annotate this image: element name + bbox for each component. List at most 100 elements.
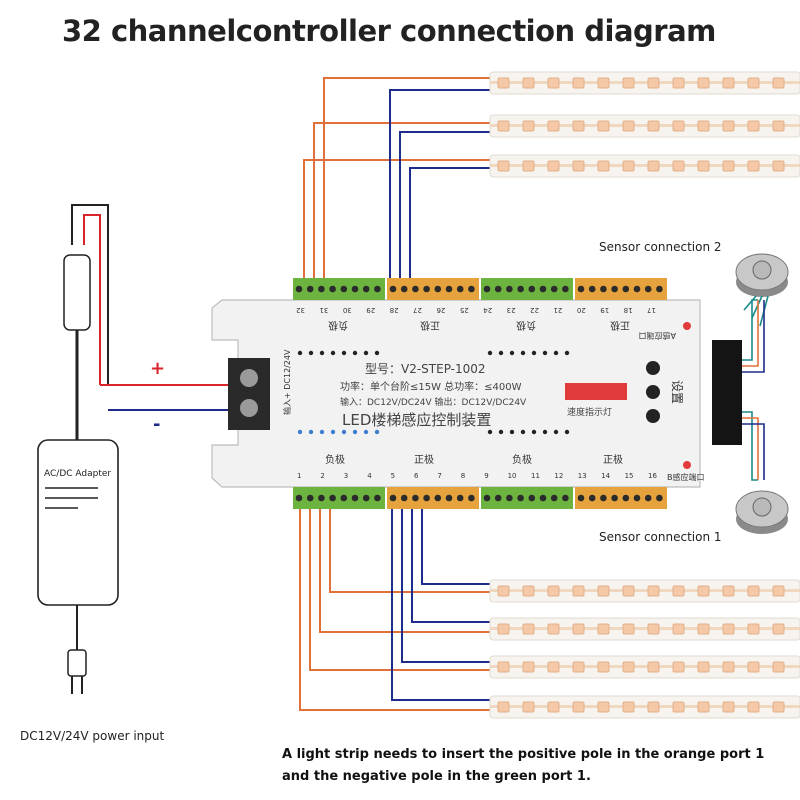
sensor-2 xyxy=(735,253,789,327)
led-chip xyxy=(597,661,610,673)
led-chip xyxy=(647,701,660,713)
pin-label: 30 xyxy=(343,306,352,314)
led-chip xyxy=(522,120,535,132)
pin-label: 4 xyxy=(367,472,372,480)
led-chip xyxy=(497,623,510,635)
io-text: 输入：DC12V/DC24V 输出：DC12V/DC24V xyxy=(340,396,527,408)
dc-plug-icon xyxy=(63,254,91,331)
terminal-screw xyxy=(374,285,381,293)
led-chip xyxy=(547,623,560,635)
indicator-dot xyxy=(363,429,369,435)
led-chip xyxy=(647,120,660,132)
pin-label: 16 xyxy=(648,472,657,480)
pin-label: 31 xyxy=(319,306,328,314)
indicator-dots xyxy=(297,350,570,435)
sensor-socket xyxy=(712,340,742,445)
indicator-dot xyxy=(297,429,303,435)
terminal-screw xyxy=(400,494,408,502)
pin-label: 27 xyxy=(413,306,422,314)
led-chip xyxy=(772,623,785,635)
plus-label: + xyxy=(150,358,165,379)
led-chip xyxy=(722,623,735,635)
indicator-dot xyxy=(542,350,548,356)
terminal-screw xyxy=(528,494,536,502)
caption-line: A light strip needs to insert the positi… xyxy=(282,747,765,762)
terminal-screw xyxy=(622,494,630,502)
led-chip xyxy=(597,160,610,172)
led-chip xyxy=(597,585,610,597)
terminal-screw xyxy=(329,285,336,293)
led-chip xyxy=(522,77,535,89)
terminal-screw xyxy=(622,285,630,293)
terminal-screw xyxy=(600,494,607,502)
indicator-dot xyxy=(352,429,358,435)
led-chip xyxy=(722,160,735,172)
terminal-screw xyxy=(528,285,536,293)
ac-plug-icon xyxy=(67,649,87,677)
diagram-title: 32 channelcontroller connection diagram xyxy=(62,14,716,48)
terminal-screw xyxy=(329,494,336,502)
terminal-screw xyxy=(611,494,618,502)
settings-label: 设置 xyxy=(670,380,684,404)
terminal-screw xyxy=(468,285,475,293)
led-chip xyxy=(597,120,610,132)
led-chip xyxy=(647,623,660,635)
indicator-dot xyxy=(509,350,515,356)
led-chip xyxy=(697,160,710,172)
terminal-screw xyxy=(562,494,569,502)
led-chip xyxy=(547,661,560,673)
terminal-screw xyxy=(362,285,370,293)
terminal-screw xyxy=(445,494,453,502)
terminal-screw xyxy=(456,494,464,502)
led-chip xyxy=(772,585,785,597)
pin-label: 9 xyxy=(484,472,488,480)
indicator-dot xyxy=(374,429,380,435)
terminal-screw xyxy=(633,285,641,293)
caption-line: and the negative pole in the green port … xyxy=(282,769,591,784)
input-terminal xyxy=(228,358,270,430)
terminal-screw xyxy=(562,285,569,293)
indicator-dot xyxy=(498,350,504,356)
caption: A light strip needs to insert the positi… xyxy=(282,744,792,788)
indicator-dot xyxy=(498,429,504,435)
led-strip xyxy=(489,154,800,178)
terminal-screw xyxy=(340,285,348,293)
led-chip xyxy=(697,77,710,89)
indicator-dot xyxy=(564,350,570,356)
pin-label: 14 xyxy=(601,472,610,480)
indicator-dot xyxy=(553,350,559,356)
indicator-dot xyxy=(531,429,537,435)
terminal-screw xyxy=(539,285,547,293)
indicator-dot xyxy=(487,429,493,435)
terminal-screw xyxy=(340,494,348,502)
power-input-label: DC12V/24V power input xyxy=(20,729,165,743)
led-chip xyxy=(747,160,760,172)
pos-label: 正极 xyxy=(603,453,623,466)
speed-display xyxy=(565,383,627,400)
indicator-dot xyxy=(363,350,369,356)
pin-label: 13 xyxy=(578,472,587,480)
led-chip xyxy=(547,77,560,89)
pos-label: 正极 xyxy=(420,319,440,332)
neg-label: 负极 xyxy=(512,453,532,466)
led-chip xyxy=(647,585,660,597)
led-chip xyxy=(747,661,760,673)
indicator-dot xyxy=(297,350,303,356)
pin-label: 2 xyxy=(320,472,324,480)
led-chip xyxy=(572,120,585,132)
led-chip xyxy=(572,585,585,597)
terminal-screw xyxy=(412,285,419,293)
led-chip xyxy=(722,120,735,132)
led-chip xyxy=(547,585,560,597)
terminal-screw xyxy=(295,494,303,502)
terminal-screw xyxy=(351,494,359,502)
pin-label: 15 xyxy=(625,472,634,480)
indicator-dot xyxy=(352,350,358,356)
led-chip xyxy=(672,160,685,172)
led-chip xyxy=(622,623,635,635)
led-chip xyxy=(772,701,785,713)
led-chip xyxy=(697,701,710,713)
terminal-screw xyxy=(468,494,475,502)
terminal-screw xyxy=(517,494,524,502)
terminal-blocks-top xyxy=(293,278,667,300)
